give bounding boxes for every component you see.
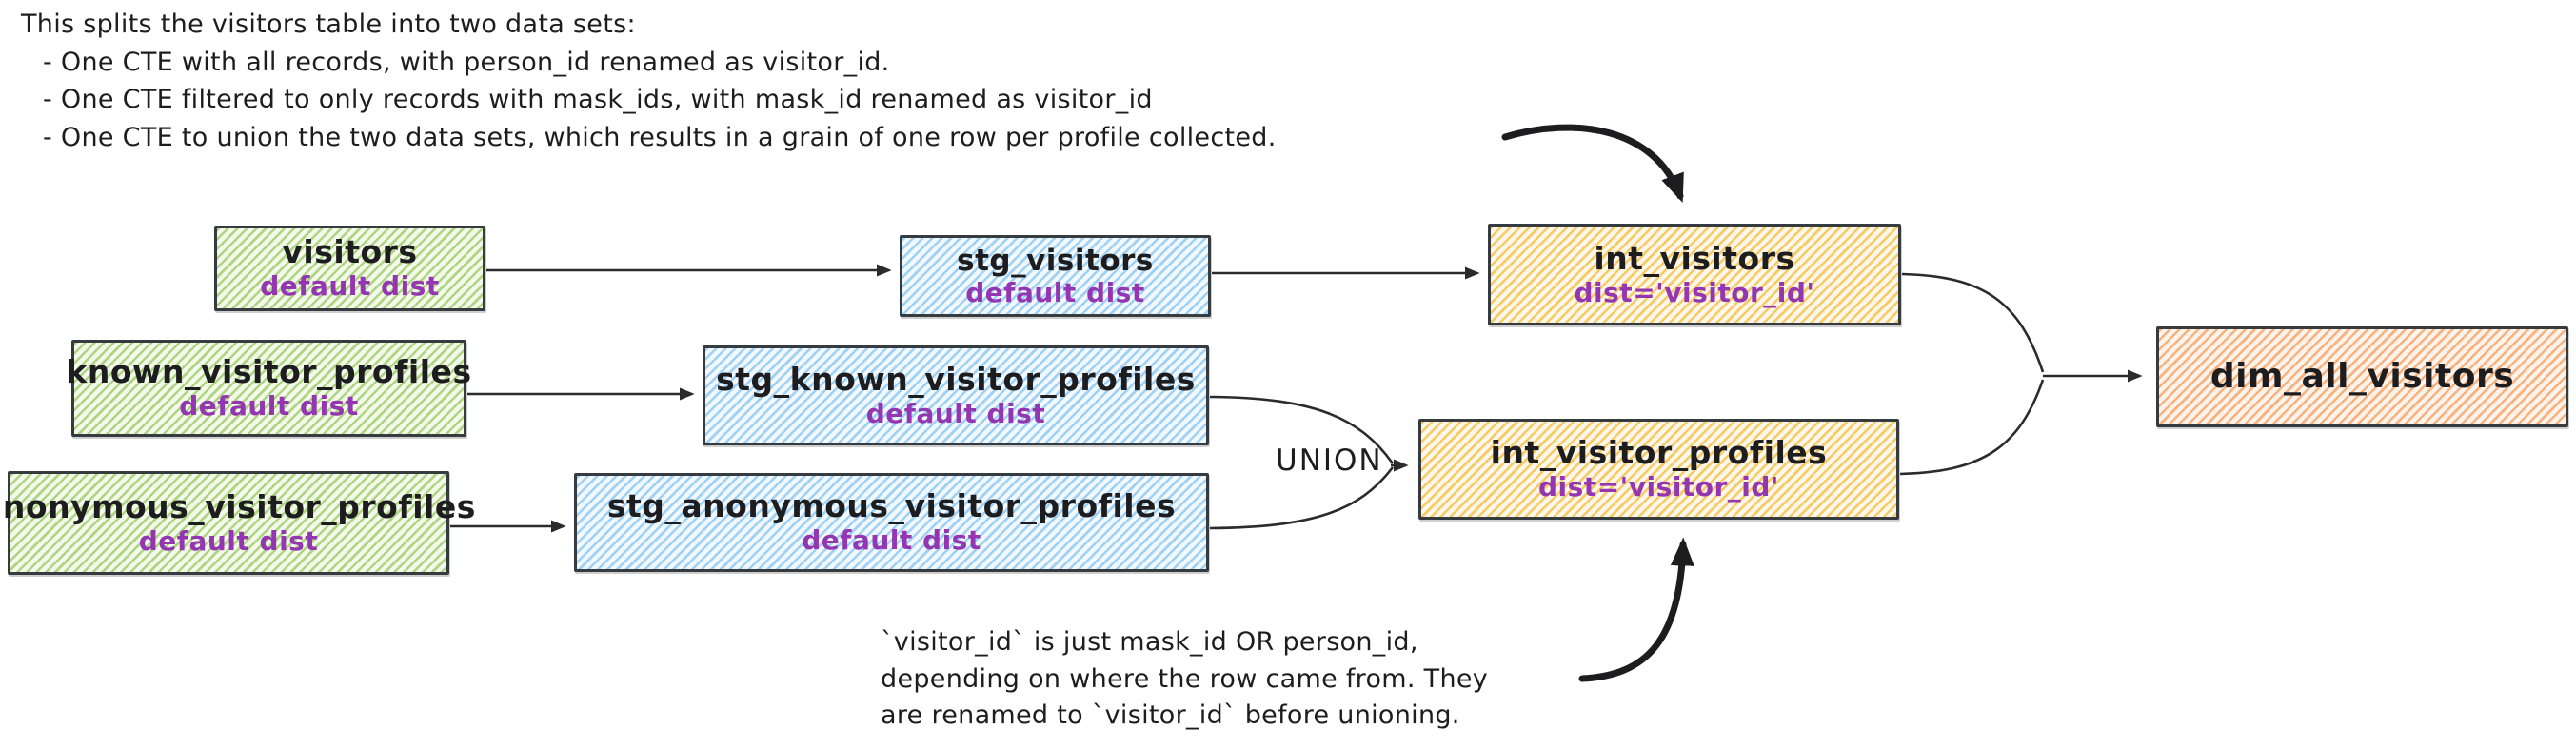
node-int-visitors: int_visitors dist='visitor_id' <box>1488 224 1901 325</box>
node-title: stg_anonymous_visitor_profiles <box>606 487 1177 525</box>
node-anonymous-visitor-profiles: anonymous_visitor_profiles default dist <box>0 471 475 575</box>
node-title: int_visitor_profiles <box>1490 434 1828 472</box>
node-title: anonymous_visitor_profiles <box>0 487 476 525</box>
node-title: stg_visitors <box>957 243 1154 278</box>
node-title: stg_known_visitor_profiles <box>716 360 1196 398</box>
node-subtitle: dist='visitor_id' <box>1574 276 1815 308</box>
node-subtitle: dist='visitor_id' <box>1538 471 1779 503</box>
curve-stg-known-to-union-merge <box>1209 395 1395 464</box>
top-note-bullets: - One CTE with all records, with person_… <box>43 44 1277 157</box>
top-note: This splits the visitors table into two … <box>21 6 1277 156</box>
node-subtitle: default dist <box>802 524 981 557</box>
node-stg-anonymous-visitor-profiles: stg_anonymous_visitor_profiles default d… <box>574 473 1209 572</box>
node-visitors: visitors default dist <box>214 226 485 311</box>
curve-stg-anonymous-to-union-merge <box>1209 466 1395 530</box>
node-title: visitors <box>282 233 418 271</box>
node-stg-known-visitor-profiles: stg_known_visitor_profiles default dist <box>703 345 1209 445</box>
node-title: known_visitor_profiles <box>66 353 472 391</box>
annotation-arrow-top-note-to-int-visitors <box>1501 124 1684 204</box>
top-note-bullet: - One CTE filtered to only records with … <box>43 85 1153 114</box>
node-dim-all-visitors: dim_all_visitors <box>2156 326 2568 427</box>
node-subtitle: default dist <box>179 390 359 423</box>
node-int-visitor-profiles: int_visitor_profiles dist='visitor_id' <box>1418 419 1899 520</box>
node-title: dim_all_visitors <box>2209 357 2515 397</box>
top-note-intro: This splits the visitors table into two … <box>21 10 636 39</box>
node-title: int_visitors <box>1594 239 1795 277</box>
bottom-note: `visitor_id` is just mask_id OR person_i… <box>881 624 1489 735</box>
bottom-note-line: `visitor_id` is just mask_id OR person_i… <box>881 627 1418 657</box>
node-subtitle: default dist <box>260 270 440 303</box>
top-note-bullet: - One CTE to union the two data sets, wh… <box>43 122 1277 152</box>
top-note-bullet: - One CTE with all records, with person_… <box>43 47 890 77</box>
node-subtitle: default dist <box>965 277 1145 309</box>
bottom-note-line: depending on where the row came from. Th… <box>881 663 1489 694</box>
union-label: UNION <box>1276 443 1383 478</box>
curve-int-visitor-profiles-to-dim-merge <box>1899 379 2045 476</box>
bottom-note-line: are renamed to `visitor_id` before union… <box>881 700 1460 730</box>
node-stg-visitors: stg_visitors default dist <box>900 235 1211 317</box>
node-subtitle: default dist <box>138 524 319 557</box>
node-known-visitor-profiles: known_visitor_profiles default dist <box>66 340 471 437</box>
annotation-arrow-bottom-note-to-int-visitor-profiles <box>1578 537 1694 682</box>
node-subtitle: default dist <box>865 397 1046 429</box>
curve-int-visitors-to-dim-merge <box>1901 272 2045 373</box>
